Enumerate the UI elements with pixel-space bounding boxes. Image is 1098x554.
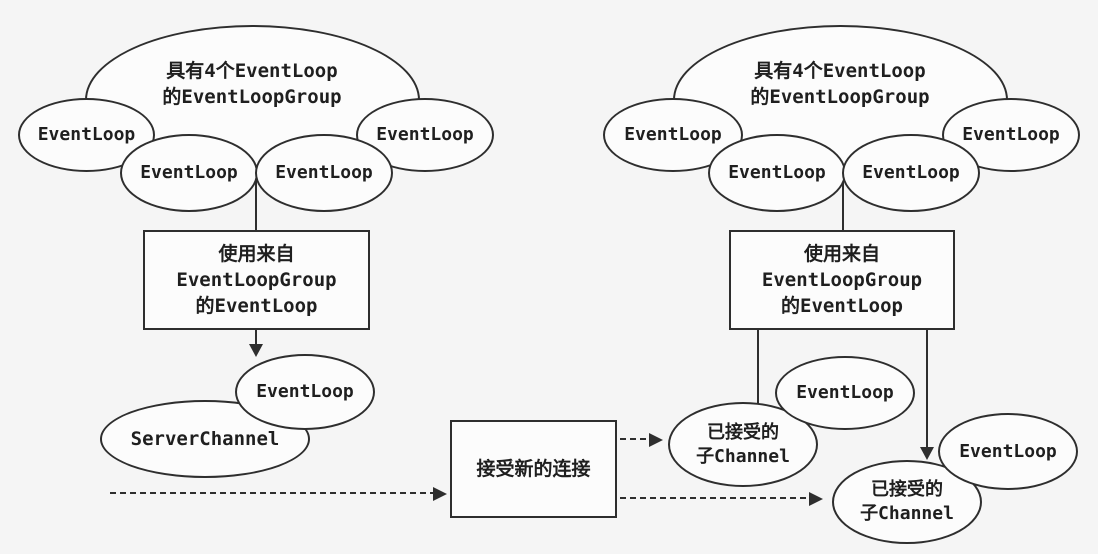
eventloop-label: EventLoop (796, 382, 894, 403)
left-eventloop-ellipse-1: EventLoop (18, 98, 155, 172)
accepted-channel-line1: 已接受的 (706, 421, 779, 443)
use-box-line2: EventLoopGroup (761, 269, 923, 291)
eventloop-label: EventLoop (728, 162, 826, 183)
use-box-line3: 的EventLoop (781, 295, 903, 317)
eventloop-label: EventLoop (256, 381, 354, 402)
serverchannel-to-acceptbox-dashed-line (110, 492, 434, 494)
eventloop-label: EventLoop (962, 124, 1060, 145)
left-eventloopgroup-label: 具有4个EventLoop 的EventLoopGroup (117, 58, 387, 110)
eventloop-label: EventLoop (376, 124, 474, 145)
left-eventloop-ellipse-4: EventLoop (356, 98, 494, 172)
serverchannel-to-acceptbox-arrowhead (433, 487, 447, 501)
right-child-eventloop-ellipse-2: EventLoop (938, 413, 1078, 490)
left-group-label-line2: 的EventLoopGroup (162, 86, 342, 108)
accept-box-label: 接受新的连接 (476, 458, 591, 480)
right-eventloopgroup-label: 具有4个EventLoop 的EventLoopGroup (705, 58, 975, 110)
eventloop-label: EventLoop (624, 124, 722, 145)
right-eventloop-ellipse-3: EventLoop (842, 134, 980, 212)
right-box-to-channel2-line (926, 330, 928, 448)
eventloop-label: EventLoop (275, 162, 373, 183)
use-box-line2: EventLoopGroup (176, 269, 337, 291)
left-box-to-eventloop-line (255, 330, 257, 346)
left-cluster-to-box-line (255, 172, 257, 232)
left-eventloop-ellipse-3: EventLoop (255, 134, 393, 212)
use-box-line1: 使用来自 (803, 243, 880, 265)
server-channel-ellipse: ServerChannel (100, 400, 310, 478)
left-box-to-eventloop-arrowhead (249, 344, 263, 357)
eventloop-label: EventLoop (37, 124, 136, 145)
acceptbox-to-channel1-arrowhead (649, 433, 663, 447)
accepted-channel-line1: 已接受的 (870, 479, 943, 500)
right-box-to-channel1-line (757, 330, 759, 404)
server-channel-label: ServerChannel (130, 428, 280, 450)
left-bound-eventloop-ellipse: EventLoop (235, 354, 375, 430)
eventloop-label: EventLoop (140, 162, 238, 183)
right-use-eventloop-box: 使用来自 EventLoopGroup 的EventLoop (729, 230, 955, 330)
right-child-eventloop-ellipse-1: EventLoop (775, 356, 915, 430)
right-group-label-line1: 具有4个EventLoop (754, 60, 926, 82)
acceptbox-to-channel1-dashed-line (620, 438, 650, 440)
left-group-label-line1: 具有4个EventLoop (166, 60, 338, 82)
acceptbox-to-channel2-dashed-line (620, 497, 810, 499)
acceptbox-to-channel2-arrowhead (809, 492, 823, 506)
left-use-eventloop-box: 使用来自 EventLoopGroup 的EventLoop (143, 230, 370, 330)
eventloop-label: EventLoop (959, 440, 1057, 462)
accepted-channel-ellipse-1: 已接受的 子Channel (668, 402, 818, 487)
right-cluster-to-box-line (842, 172, 844, 232)
accept-connection-box: 接受新的连接 (450, 420, 617, 518)
right-group-label-line2: 的EventLoopGroup (750, 86, 930, 108)
eventloop-label: EventLoop (862, 162, 960, 183)
accepted-channel-line2: 子Channel (860, 503, 954, 524)
use-box-line1: 使用来自 (218, 243, 295, 265)
accepted-channel-line2: 子Channel (696, 445, 790, 467)
left-eventloop-ellipse-2: EventLoop (120, 134, 258, 212)
use-box-line3: 的EventLoop (195, 295, 318, 317)
right-box-to-channel2-arrowhead (920, 447, 934, 460)
right-eventloop-ellipse-2: EventLoop (708, 134, 846, 212)
